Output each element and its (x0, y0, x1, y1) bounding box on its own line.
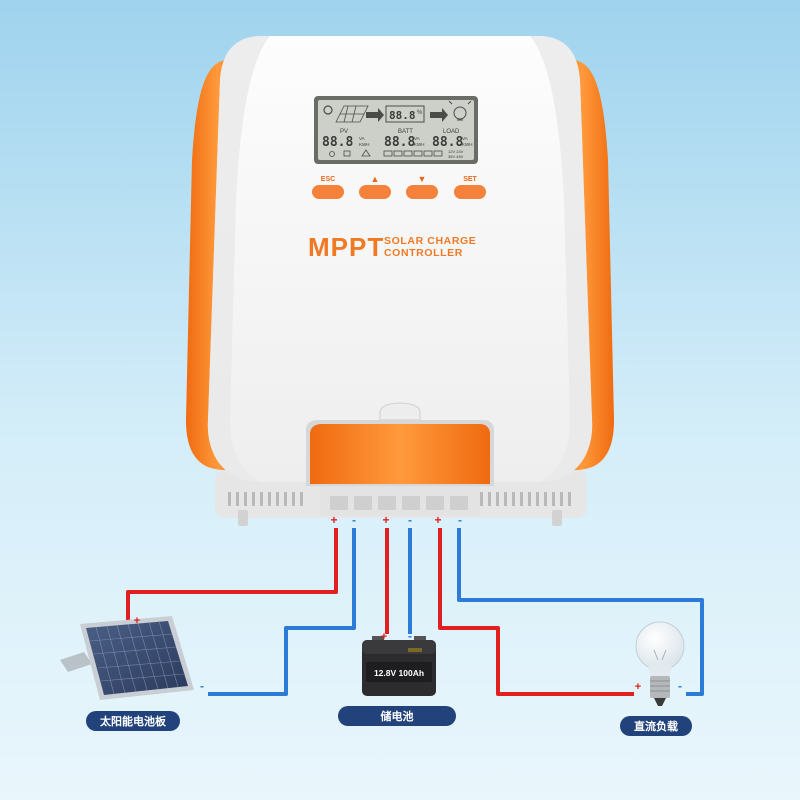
bulb-plus: + (635, 681, 641, 693)
lcd-voltage-line1: 12V 24V (448, 149, 464, 154)
lcd-pv-label: PV (340, 129, 348, 135)
vent-slots-right (480, 492, 571, 506)
lcd-pv-value: 88.8 (322, 135, 353, 150)
terminal-load-plus: + (434, 513, 441, 527)
wire-pv-negative (208, 528, 356, 696)
solar-panel-minus: - (200, 679, 204, 693)
wiring (126, 528, 704, 696)
terminal-batt-plus: + (382, 513, 389, 527)
lcd-pv-unit-kwh: KWH (359, 142, 370, 147)
brand-subtitle-line2: CONTROLLER (384, 247, 463, 259)
down-button[interactable] (406, 185, 438, 199)
bulb-icon (448, 100, 472, 121)
lcd-pv-unit-va: VA (359, 136, 365, 141)
bulb-glass (635, 621, 685, 671)
lcd-batt-unit-kwh: KWH (414, 142, 425, 147)
solar-panel-caption: 太阳能电池板 (86, 711, 180, 731)
lcd-batt-value: 88.8 (384, 135, 415, 150)
esc-button-label: ESC (321, 176, 335, 183)
control-buttons: ESC ▲ ▼ SET (312, 174, 486, 199)
lcd-batt-label: BATT (398, 129, 413, 135)
terminal-pv-minus: - (352, 513, 356, 527)
wire-load-positive (438, 528, 634, 696)
lcd-batt-unit-va: VA (414, 136, 420, 141)
brand-subtitle-line1: SOLAR CHARGE (384, 235, 476, 247)
battery-minus: - (408, 629, 412, 643)
terminal-block (320, 486, 480, 516)
lcd-status-icons (329, 149, 443, 157)
sun-icon (323, 105, 333, 115)
pv-panel-icon (335, 105, 369, 123)
wire-pv-positive (126, 528, 338, 626)
terminal-pv-plus: + (330, 513, 337, 527)
solar-panel-cells (86, 621, 188, 695)
up-button[interactable] (359, 185, 391, 199)
set-button[interactable] (454, 185, 486, 199)
load-caption: 直流负载 (620, 716, 692, 736)
arrow-icon-pv (366, 108, 384, 122)
solar-panel: + - (60, 615, 204, 700)
lcd-load-unit-va: VA (462, 136, 468, 141)
lcd-top-unit: % (417, 110, 423, 116)
battery-icon (385, 105, 425, 123)
wire-load-negative (457, 528, 704, 696)
brand-mppt: MPPT (308, 232, 384, 262)
lcd-display: 88.8 % PV BATT LOAD 88.8 88.8 88.8 VA KW… (314, 96, 478, 164)
lcd-load-label: LOAD (443, 129, 460, 135)
bulb-minus: - (678, 679, 682, 693)
battery-spec-label: 12.8V 100Ah (374, 668, 424, 678)
terminal-cover (306, 402, 494, 486)
charge-controller: 88.8 % PV BATT LOAD 88.8 88.8 88.8 VA KW… (186, 36, 614, 527)
solar-panel-plus: + (134, 615, 140, 627)
esc-button[interactable] (312, 185, 344, 199)
light-bulb: + - (635, 621, 685, 706)
down-button-label: ▼ (418, 174, 427, 184)
arrow-icon-load (430, 108, 448, 122)
terminal-batt-minus: - (408, 513, 412, 527)
controller-face (207, 36, 593, 482)
vent-slots-left (228, 492, 303, 506)
lcd-load-unit-kwh: KWH (462, 142, 473, 147)
terminal-load-minus: - (458, 513, 462, 527)
battery-plus: + (381, 631, 387, 643)
set-button-label: SET (463, 176, 477, 183)
lcd-load-value: 88.8 (432, 135, 463, 150)
lcd-voltage-line2: 36V 48V (448, 154, 464, 159)
battery-caption: 储电池 (338, 706, 456, 726)
battery: 12.8V 100Ah + - (362, 629, 436, 696)
lcd-top-value: 88.8 (389, 109, 416, 122)
up-button-label: ▲ (371, 174, 380, 184)
